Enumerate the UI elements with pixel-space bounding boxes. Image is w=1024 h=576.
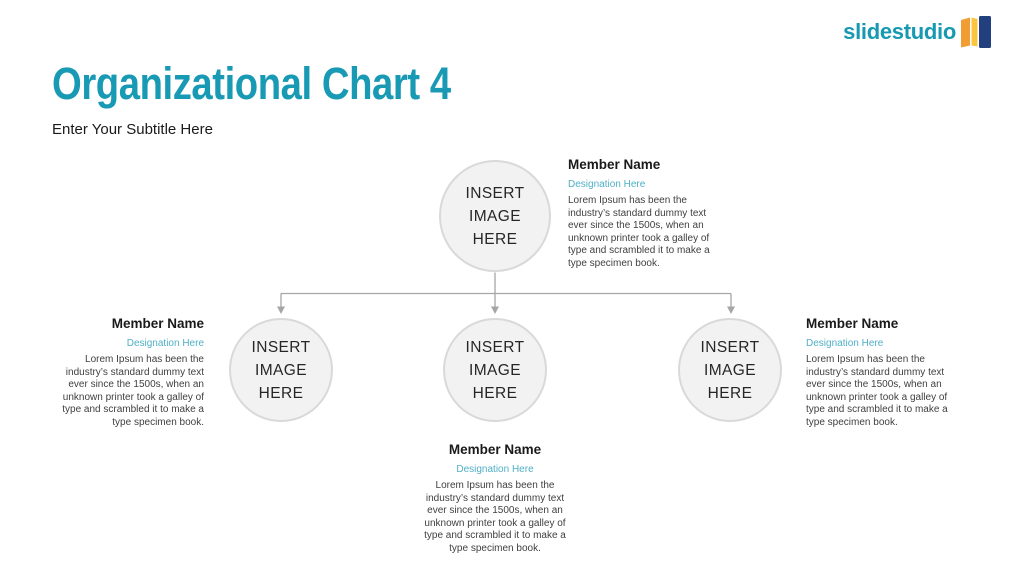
logo-text: slidestudio bbox=[843, 19, 956, 44]
member-name: Member Name bbox=[806, 316, 899, 331]
image-placeholder-left[interactable]: INSERT IMAGE HERE bbox=[229, 318, 333, 422]
image-placeholder-right[interactable]: INSERT IMAGE HERE bbox=[678, 318, 782, 422]
member-info-top: Member Name Designation Here Lorem Ipsum… bbox=[568, 157, 718, 271]
placeholder-text: HERE bbox=[472, 230, 518, 248]
placeholder-text: IMAGE bbox=[704, 361, 756, 379]
image-placeholder-top[interactable]: INSERT IMAGE HERE bbox=[439, 160, 551, 272]
book-icon bbox=[961, 16, 991, 48]
placeholder-text: INSERT bbox=[465, 338, 525, 356]
member-designation: Designation Here bbox=[126, 338, 204, 349]
page-title: Organizational Chart 4 bbox=[52, 58, 451, 109]
member-name: Member Name bbox=[111, 316, 204, 331]
placeholder-text: INSERT bbox=[251, 338, 311, 356]
arrow-down-icon bbox=[727, 306, 735, 314]
logo[interactable]: slidestudio bbox=[843, 16, 991, 48]
member-name: Member Name bbox=[448, 442, 542, 457]
placeholder-text: IMAGE bbox=[469, 207, 521, 225]
member-bio: Lorem Ipsum has been the industry’s stan… bbox=[568, 195, 710, 269]
page-subtitle: Enter Your Subtitle Here bbox=[52, 121, 213, 138]
placeholder-text: HERE bbox=[472, 384, 518, 402]
placeholder-text: IMAGE bbox=[255, 361, 307, 379]
arrow-down-icon bbox=[491, 306, 499, 314]
image-placeholder-center[interactable]: INSERT IMAGE HERE bbox=[443, 318, 547, 422]
member-bio: Lorem Ipsum has been the industry’s stan… bbox=[806, 354, 948, 428]
arrow-down-icon bbox=[277, 306, 285, 314]
member-designation: Designation Here bbox=[568, 179, 646, 190]
member-info-left: Member Name Designation Here Lorem Ipsum… bbox=[56, 316, 204, 430]
member-bio: Lorem Ipsum has been the industry’s stan… bbox=[424, 480, 566, 554]
member-designation: Designation Here bbox=[456, 464, 534, 475]
placeholder-text: HERE bbox=[258, 384, 304, 402]
placeholder-text: INSERT bbox=[465, 184, 525, 202]
member-bio: Lorem Ipsum has been the industry’s stan… bbox=[62, 354, 204, 428]
member-info-center: Member Name Designation Here Lorem Ipsum… bbox=[418, 442, 572, 556]
member-designation: Designation Here bbox=[806, 338, 884, 349]
placeholder-text: HERE bbox=[707, 384, 753, 402]
member-name: Member Name bbox=[568, 157, 661, 172]
placeholder-text: IMAGE bbox=[469, 361, 521, 379]
placeholder-text: INSERT bbox=[700, 338, 760, 356]
member-info-right: Member Name Designation Here Lorem Ipsum… bbox=[806, 316, 954, 430]
